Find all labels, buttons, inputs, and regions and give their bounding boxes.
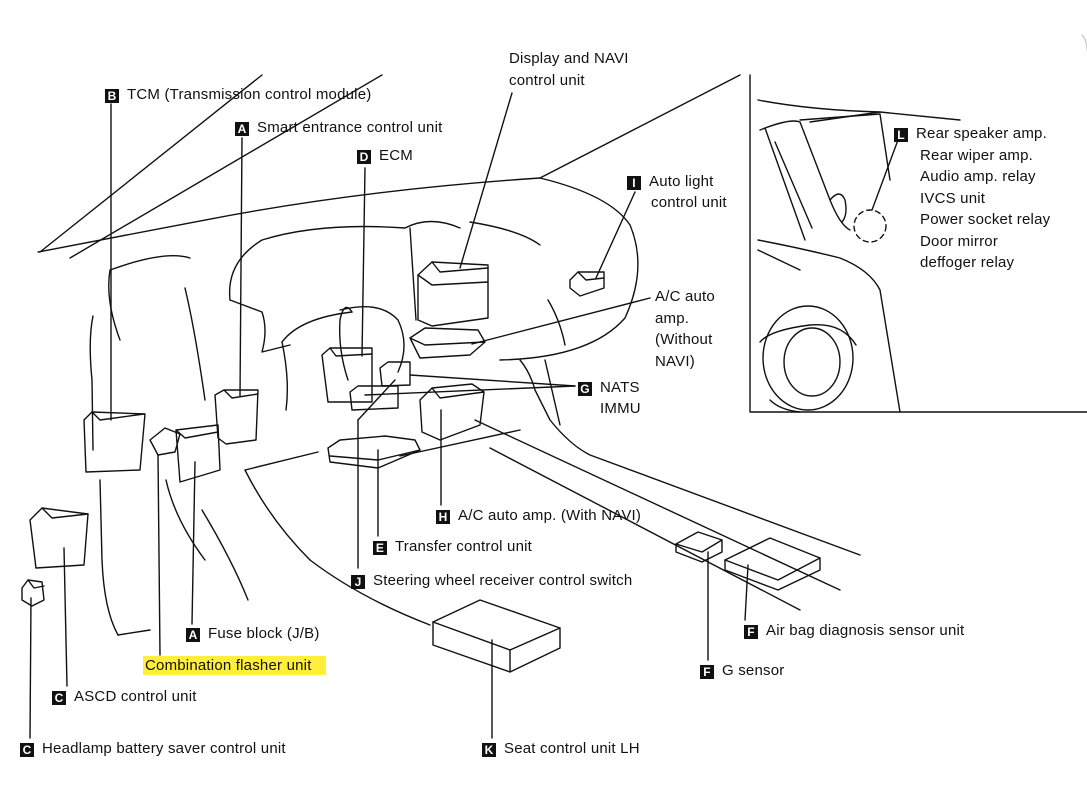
headlamp-text: Headlamp battery saver control unit [42, 740, 286, 757]
leader-lines [30, 93, 898, 738]
marker-i: I [627, 176, 641, 190]
ecm-text: ECM [379, 147, 413, 164]
label-ecm: D ECM [357, 145, 413, 167]
marker-a-fuse: A [186, 628, 200, 642]
label-nats: G NATS [578, 377, 640, 399]
label-ascd: C ASCD control unit [52, 686, 197, 708]
ac-with-text: A/C auto amp. (With NAVI) [458, 507, 642, 524]
rear-line-2: Audio amp. relay [920, 168, 1036, 185]
tcm-text: TCM (Transmission control module) [127, 86, 372, 103]
transfer-text: Transfer control unit [395, 538, 533, 555]
ac-without-line1: A/C auto [655, 288, 715, 305]
marker-h: H [436, 510, 450, 524]
display-navi-line1: Display and NAVI [509, 50, 629, 67]
label-auto-light: I Auto light [627, 171, 714, 193]
dash-outline [38, 75, 860, 635]
marker-k: K [482, 743, 496, 757]
marker-j: J [351, 575, 365, 589]
label-fuse-block: A Fuse block (J/B) [186, 623, 320, 645]
label-smart-entrance: A Smart entrance control unit [235, 117, 443, 139]
rear-line-5: Door mirror [920, 232, 999, 250]
marker-b: B [105, 89, 119, 103]
steering-text: Steering wheel receiver control switch [373, 572, 633, 589]
page-corner-mark [1082, 35, 1087, 50]
rear-line-6: deffoger relay [920, 254, 1015, 271]
nats-line2: IMMU [600, 400, 641, 417]
rear-vehicle-inset [750, 75, 1087, 412]
rear-line-4: Power socket relay [920, 211, 1051, 228]
ac-without-line4: NAVI) [655, 352, 695, 370]
rear-line-1: Rear wiper amp. [920, 146, 1034, 164]
label-rear-group: L Rear speaker amp. [894, 123, 1047, 145]
marker-c-headlamp: C [20, 743, 34, 757]
ascd-text: ASCD control unit [74, 688, 197, 705]
marker-e: E [373, 541, 387, 555]
rear-line-0: Rear speaker amp. [916, 125, 1047, 142]
combination-flasher-text: Combination flasher unit [143, 656, 326, 675]
marker-g: G [578, 382, 592, 396]
label-nats-line2: IMMU [600, 398, 641, 420]
auto-light-line1: Auto light [649, 173, 714, 190]
ac-without-line3: (Without [655, 331, 713, 348]
label-rear-group-lines: Rear wiper amp. Audio amp. relay IVCS un… [920, 145, 1050, 274]
marker-f-airbag: F [744, 625, 758, 639]
rear-line-3: IVCS unit [920, 189, 986, 207]
label-ac-auto-without-navi: A/C auto amp. (Without NAVI) [655, 286, 715, 372]
seat-text: Seat control unit LH [504, 740, 640, 757]
auto-light-line2: control unit [651, 194, 727, 211]
fuse-block-text: Fuse block (J/B) [208, 625, 320, 642]
label-transfer: E Transfer control unit [373, 536, 532, 558]
label-ac-auto-with-navi: H A/C auto amp. (With NAVI) [436, 505, 641, 527]
label-headlamp: C Headlamp battery saver control unit [20, 738, 286, 760]
label-air-bag: F Air bag diagnosis sensor unit [744, 620, 964, 642]
label-steering: J Steering wheel receiver control switch [351, 570, 632, 592]
marker-d: D [357, 150, 371, 164]
label-seat: K Seat control unit LH [482, 738, 640, 760]
label-combination-flasher: Combination flasher unit [143, 655, 326, 677]
air-bag-text: Air bag diagnosis sensor unit [766, 622, 965, 639]
smart-entrance-text: Smart entrance control unit [257, 119, 443, 136]
nats-line1: NATS [600, 379, 640, 396]
ac-without-line2: amp. [655, 309, 690, 327]
label-g-sensor: F G sensor [700, 660, 784, 682]
label-auto-light-line2: control unit [651, 192, 727, 214]
g-sensor-text: G sensor [722, 662, 785, 679]
marker-l: L [894, 128, 908, 142]
label-display-navi: Display and NAVI control unit [509, 48, 629, 91]
marker-f-gsensor: F [700, 665, 714, 679]
marker-a: A [235, 122, 249, 136]
display-navi-line2: control unit [509, 71, 585, 89]
label-tcm: B TCM (Transmission control module) [105, 84, 371, 106]
marker-c-ascd: C [52, 691, 66, 705]
